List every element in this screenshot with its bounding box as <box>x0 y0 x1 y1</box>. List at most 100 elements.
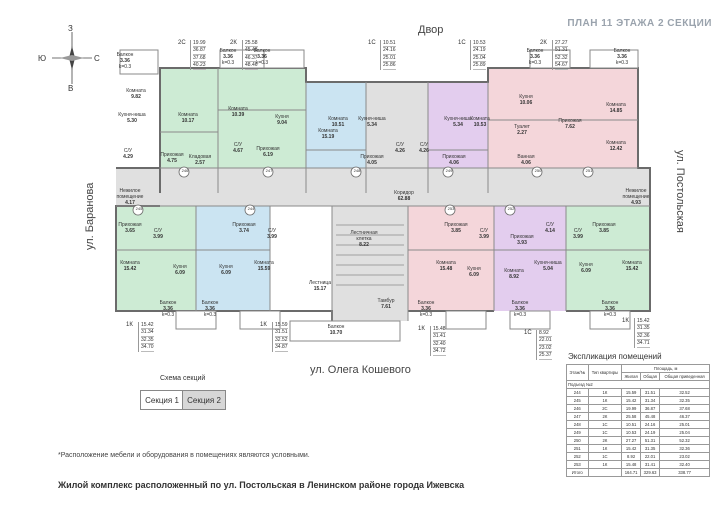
table-cell: 2К <box>587 436 623 445</box>
room-name: Прихожая <box>118 222 142 228</box>
table-cell: 10.53 <box>621 428 641 437</box>
room-name: Туалет <box>514 124 530 130</box>
table-header: Площадь, м <box>621 364 710 373</box>
room-coefficient: k=0.3 <box>513 312 527 318</box>
apt-value: 32.36 <box>637 332 650 341</box>
room-name: Комната <box>126 88 146 94</box>
room-area: 10.17 <box>181 118 195 124</box>
room-area: 8.22 <box>359 242 369 248</box>
table-cell: 1К <box>587 444 623 453</box>
room-name: С/У <box>419 142 429 148</box>
table-cell: 37.68 <box>659 404 710 413</box>
table-cell: 25.04 <box>659 428 710 437</box>
apt-value: 15.42 <box>637 318 650 326</box>
apt-type: 1К <box>418 326 425 332</box>
room-area: 6.09 <box>221 270 231 276</box>
apt-number: 249 <box>445 168 453 173</box>
room-area: 4.14 <box>545 228 555 234</box>
room-name: Прихожая <box>444 222 468 228</box>
street-bottom: ул. Олега Кошевого <box>310 364 411 376</box>
room-area: 3.36 <box>421 306 431 312</box>
apt-value: 31.34 <box>141 329 154 337</box>
room-name: Комната <box>606 140 626 146</box>
room-name: Кухня-ниша <box>534 260 562 266</box>
table-cell: 8.92 <box>621 452 641 461</box>
apt-244-fill <box>196 206 270 311</box>
room-area: 9.82 <box>131 94 141 100</box>
room-area: 14.85 <box>609 108 623 114</box>
room-area: 2.57 <box>195 160 205 166</box>
room-coefficient: k=0.3 <box>255 60 269 66</box>
room-name: Кухня-ниша <box>358 116 386 122</box>
table-cell: 15.42 <box>621 396 641 405</box>
room-area: 3.36 <box>515 306 525 312</box>
room-name: Комната <box>318 128 338 134</box>
room-area: 3.36 <box>223 54 233 60</box>
apt-type: 1К <box>126 322 133 328</box>
room-coefficient: k=0.3 <box>118 64 132 70</box>
room-name: Комната <box>504 268 524 274</box>
room-name: Комната <box>328 116 348 122</box>
room-name: Кухня <box>519 94 533 100</box>
room-name: С/У <box>267 228 277 234</box>
explication-title: Экспликация помещений <box>568 352 662 361</box>
table-cell: 51.31 <box>639 436 661 445</box>
room-name: Нежилое помещение <box>116 188 144 200</box>
room-name: Комната <box>622 260 642 266</box>
table-cell: 31.35 <box>639 444 661 453</box>
table-cell: 1С <box>587 428 623 437</box>
room-area: 62.88 <box>397 196 411 202</box>
room-name: Прихожая <box>232 222 256 228</box>
room-area: 6.09 <box>175 270 185 276</box>
table-cell: 1К <box>587 396 623 405</box>
room-name: Балкон <box>601 300 619 306</box>
room-area: 5.34 <box>367 122 377 128</box>
apt-type: 1С <box>524 330 532 336</box>
room-name: Балкон <box>201 300 219 306</box>
room-area: 4.29 <box>123 154 133 160</box>
compass-east: С <box>94 54 100 63</box>
room-name: Нежилое помещение <box>622 188 650 200</box>
room-name: Балкон <box>116 52 134 58</box>
room-area: 3.74 <box>239 228 249 234</box>
apt-value: 25.04 <box>473 54 486 63</box>
apt-number: 251 <box>585 168 593 173</box>
apt-value: 24.19 <box>473 47 486 55</box>
compass-icon <box>52 32 92 84</box>
apt-value: 32.40 <box>433 340 446 349</box>
apt-number: 246 <box>181 168 189 173</box>
room-area: 5.30 <box>127 118 137 124</box>
room-coefficient: k=0.3 <box>419 312 433 318</box>
apt-value: 34.71 <box>637 340 650 348</box>
apt-value: 24.16 <box>383 47 396 55</box>
room-name: Прихожая <box>558 118 582 124</box>
apt-value: 15.42 <box>141 322 154 330</box>
room-area: 3.36 <box>617 54 627 60</box>
room-area: 10.51 <box>331 122 345 128</box>
apt-value: 25.86 <box>383 62 396 70</box>
apt-type: 2К <box>230 40 237 46</box>
apt-value: 25.89 <box>473 62 486 70</box>
apt-type: 1С <box>368 40 376 46</box>
apt-type: 2С <box>178 40 186 46</box>
